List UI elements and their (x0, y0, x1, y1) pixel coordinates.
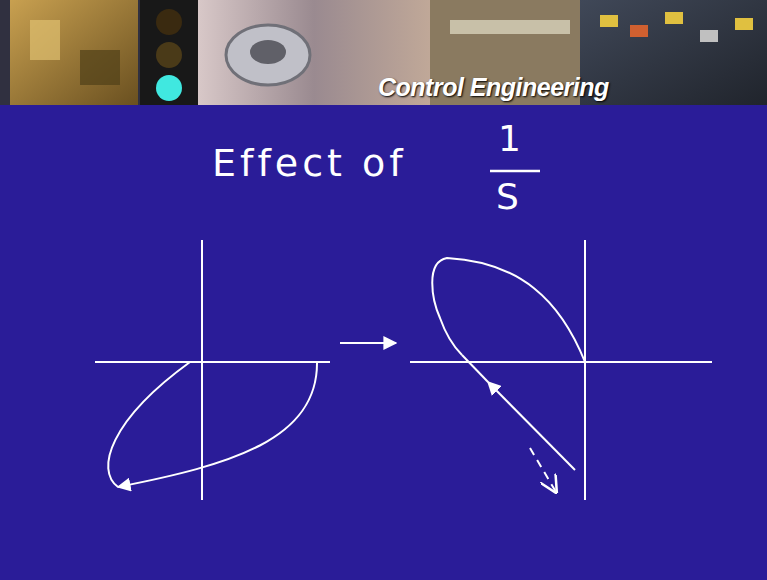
transform-arrow (340, 342, 396, 344)
right-plot (410, 240, 712, 500)
fraction-bar (490, 170, 540, 173)
slide-title: Effect of (212, 140, 407, 186)
banner-title: Control Engineering (378, 72, 609, 102)
banner-photos (0, 0, 767, 105)
fraction-denominator: S (496, 176, 519, 218)
fraction-numerator: 1 (498, 118, 521, 160)
left-plot (95, 240, 330, 500)
